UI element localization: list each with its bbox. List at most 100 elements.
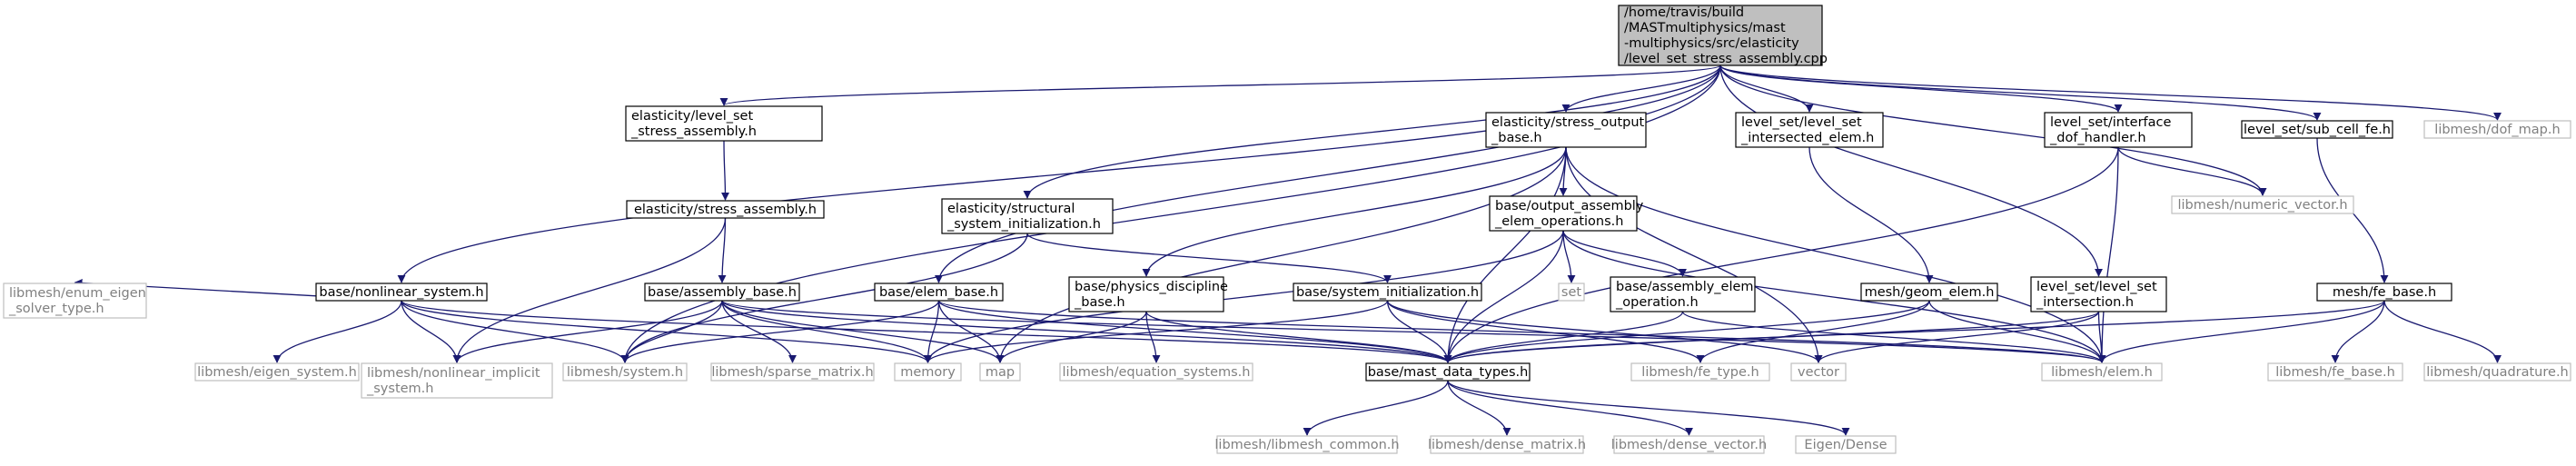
edge-output-assembly-to-lm-elem [1562, 230, 2106, 363]
graph-node-ls-intersection[interactable]: level_set/level_set_intersection.h [2030, 276, 2167, 312]
graph-node-nonlinear-system[interactable]: base/nonlinear_system.h [315, 283, 488, 302]
edge-root-to-ls-sub-cell-fe [1719, 64, 2322, 121]
graph-node-box [562, 362, 688, 382]
graph-node-map[interactable]: map [979, 362, 1021, 382]
graph-node-box [361, 362, 553, 399]
edge-stress-output-base-to-physics-discipline [1142, 146, 1567, 277]
graph-node-label: base/mast_data_types.h [1368, 365, 1529, 380]
graph-node-label: base/assembly_base.h [648, 285, 797, 300]
graph-node-label: level_set/interface [2050, 115, 2172, 130]
edge-fe-base-mesh-to-mast-data-types [1443, 300, 2385, 363]
edge-assembly-base-to-memory [721, 300, 932, 363]
graph-node-label: elasticity/structural [947, 202, 1075, 216]
edge-root-to-nonlinear-system [397, 64, 1721, 283]
graph-node-lm-system[interactable]: libmesh/system.h [562, 362, 688, 382]
graph-node-output-assembly[interactable]: base/output_assembly_elem_operations.h [1489, 195, 1644, 232]
graph-node-elem-base[interactable]: base/elem_base.h [874, 283, 1004, 302]
graph-node-label: memory [900, 365, 956, 380]
graph-node-physics-discipline[interactable]: base/physics_discipline_base.h [1068, 276, 1228, 312]
graph-node-lm-fe-base[interactable]: libmesh/fe_base.h [2267, 362, 2403, 382]
graph-node-system-init[interactable]: base/system_initialization.h [1293, 283, 1482, 302]
graph-node-box [1618, 5, 1823, 66]
graph-node-lm-enum-eigen[interactable]: libmesh/enum_eigen_solver_type.h [3, 283, 147, 319]
edge-geom-elem-to-lm-fe-type [1696, 300, 1930, 363]
graph-node-label: _operation.h [1615, 295, 1699, 310]
graph-node-ls-interface-dof[interactable]: level_set/interface_dof_handler.h [2044, 112, 2193, 148]
graph-node-el-structural-init[interactable]: elasticity/structural_system_initializat… [941, 198, 1114, 234]
graph-node-box [1216, 435, 1398, 454]
graph-node-label: elasticity/stress_assembly.h [634, 203, 817, 217]
graph-node-lm-elem[interactable]: libmesh/elem.h [2041, 362, 2163, 382]
graph-node-lm-sparse-matrix[interactable]: libmesh/sparse_matrix.h [710, 362, 875, 382]
graph-node-label: mesh/geom_elem.h [1865, 285, 1995, 300]
graph-node-lm-libmesh-common[interactable]: libmesh/libmesh_common.h [1214, 435, 1400, 454]
graph-node-box [1365, 362, 1531, 382]
graph-node-label: _system_initialization.h [946, 217, 1101, 232]
graph-node-label: base/system_initialization.h [1296, 285, 1479, 300]
graph-node-lm-dense-vector[interactable]: libmesh/dense_vector.h [1611, 435, 1767, 454]
edge-el-stress-assembly-to-assembly-base [718, 217, 727, 283]
graph-node-assembly-base[interactable]: base/assembly_base.h [644, 283, 800, 302]
graph-node-ls-sub-cell-fe[interactable]: level_set/sub_cell_fe.h [2241, 120, 2393, 139]
graph-node-stress-output-base[interactable]: elasticity/stress_output_base.h [1485, 112, 1647, 148]
edge-mast-data-types-to-lm-dense-matrix [1447, 380, 1511, 436]
graph-node-lm-eigen-system[interactable]: libmesh/eigen_system.h [194, 362, 360, 382]
edge-root-to-elem-base [935, 64, 1721, 283]
edge-fe-base-mesh-to-lm-elem [2097, 300, 2385, 363]
graph-node-box [1790, 362, 1847, 382]
edge-ls-interface-dof-to-mast-data-types [1443, 146, 2119, 363]
graph-node-memory[interactable]: memory [894, 362, 962, 382]
graph-node-box [194, 362, 360, 382]
edge-ls-intersection-to-vector [1814, 311, 2100, 363]
graph-node-box [644, 283, 800, 302]
edge-el-level-set-stress-to-el-stress-assembly [720, 140, 729, 201]
graph-node-set[interactable]: set [1558, 283, 1585, 302]
edge-root-to-stress-output-base [1561, 64, 1721, 113]
graph-node-label: libmesh/enum_eigen [9, 286, 146, 301]
graph-node-label: _intersection.h [2036, 295, 2134, 310]
graph-node-lm-quadrature[interactable]: libmesh/quadrature.h [2423, 362, 2571, 382]
graph-node-label: _elem_operations.h [1494, 214, 1623, 229]
graph-node-box [941, 198, 1114, 234]
edge-elem-base-to-map [937, 300, 1005, 363]
graph-node-label: libmesh/fe_base.h [2275, 365, 2395, 380]
graph-node-eigen-dense[interactable]: Eigen/Dense [1795, 435, 1897, 454]
edge-root-to-ls-intersection [1719, 64, 2103, 277]
graph-node-box [2423, 120, 2571, 139]
graph-node-label: libmesh/system.h [567, 365, 683, 380]
graph-node-lm-fe-type[interactable]: libmesh/fe_type.h [1630, 362, 1770, 382]
graph-node-assembly-elem-op[interactable]: base/assembly_elem_operation.h [1610, 276, 1756, 312]
graph-node-label: libmesh/libmesh_common.h [1214, 438, 1399, 452]
graph-node-box [1630, 362, 1770, 382]
graph-node-fe-base-mesh[interactable]: mesh/fe_base.h [2316, 283, 2452, 302]
graph-node-el-level-set-stress[interactable]: elasticity/level_set_stress_assembly.h [625, 105, 823, 142]
graph-node-lm-nonlinear-implicit[interactable]: libmesh/nonlinear_implicit_system.h [361, 362, 553, 399]
graph-node-vector[interactable]: vector [1790, 362, 1847, 382]
edge-ls-interface-dof-to-lm-numeric-vector [2117, 146, 2267, 196]
graph-node-label: _stress_assembly.h [630, 124, 757, 139]
graph-node-lm-equation-systems[interactable]: libmesh/equation_systems.h [1059, 362, 1253, 382]
edge-mast-data-types-to-lm-libmesh-common [1303, 380, 1449, 436]
graph-node-ls-intersected-elem[interactable]: level_set/level_set_intersected_elem.h [1735, 112, 1884, 148]
graph-node-label: libmesh/dof_map.h [2434, 123, 2560, 137]
graph-node-mast-data-types[interactable]: base/mast_data_types.h [1365, 362, 1531, 382]
graph-node-label: /MASTmultiphysics/mast [1624, 21, 1786, 35]
graph-node-box [2316, 283, 2452, 302]
graph-node-box [1558, 283, 1585, 302]
graph-node-lm-numeric-vector[interactable]: libmesh/numeric_vector.h [2171, 195, 2354, 214]
graph-node-box [1613, 435, 1765, 454]
graph-node-geom-elem[interactable]: mesh/geom_elem.h [1860, 283, 1998, 302]
edge-root-to-lm-numeric-vector [1719, 64, 2267, 196]
graph-node-label: set [1561, 285, 1581, 300]
graph-node-lm-dof-map[interactable]: libmesh/dof_map.h [2423, 120, 2571, 139]
graph-node-el-stress-assembly[interactable]: elasticity/stress_assembly.h [626, 200, 825, 219]
graph-node-box [874, 283, 1004, 302]
graph-node-lm-dense-matrix[interactable]: libmesh/dense_matrix.h [1428, 435, 1586, 454]
graph-node-label: level_set/level_set [2036, 280, 2157, 294]
graph-node-box [1293, 283, 1482, 302]
edge-root-to-el-level-set-stress [719, 64, 1721, 106]
graph-node-box [1795, 435, 1897, 454]
edge-system-init-to-lm-fe-type [1386, 300, 1705, 363]
graph-node-label: libmesh/sparse_matrix.h [711, 365, 873, 380]
edge-output-assembly-to-mast-data-types [1443, 230, 1564, 363]
